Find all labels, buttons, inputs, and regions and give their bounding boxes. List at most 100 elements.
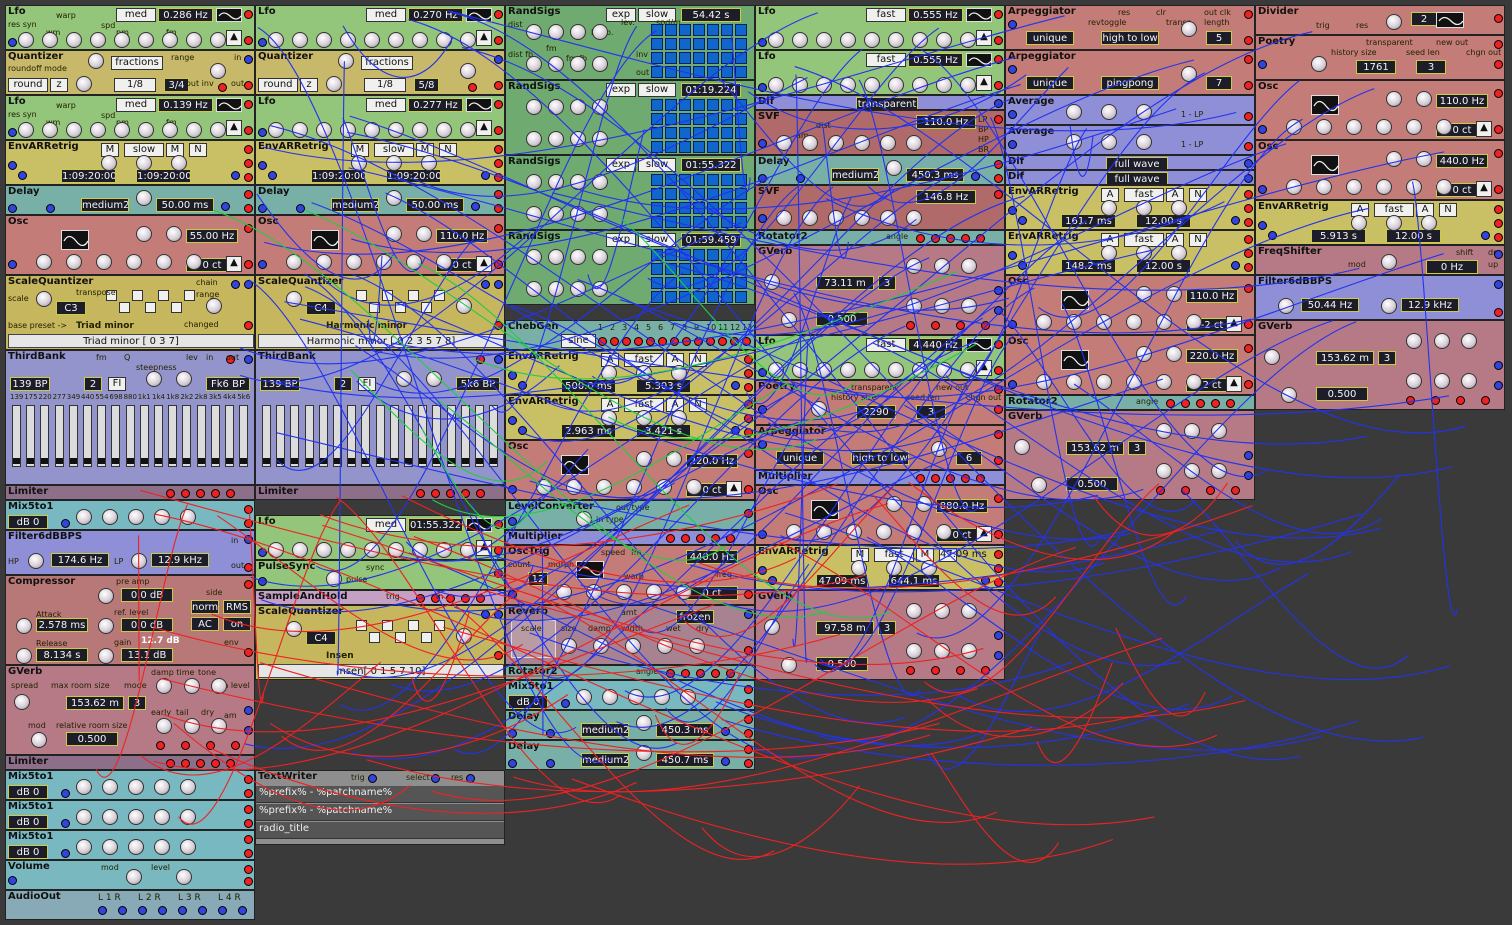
output-jack[interactable] xyxy=(1494,40,1503,49)
band-slider[interactable] xyxy=(375,405,385,467)
band-slider[interactable] xyxy=(475,405,484,467)
output-jack[interactable] xyxy=(476,594,485,603)
random-output-cell[interactable] xyxy=(693,277,705,289)
rs2-value-2[interactable]: 01:19.224 xyxy=(681,83,741,97)
knob[interactable] xyxy=(1101,104,1117,120)
input-jack[interactable] xyxy=(244,280,253,289)
input-jack[interactable] xyxy=(138,906,147,915)
knob[interactable] xyxy=(592,56,608,72)
delay4-value-1[interactable]: 450.7 ms xyxy=(656,753,714,767)
knob[interactable] xyxy=(98,648,114,664)
knob[interactable] xyxy=(156,678,172,694)
knob[interactable] xyxy=(880,135,896,151)
slider-handle[interactable] xyxy=(277,458,285,464)
knob[interactable] xyxy=(781,657,797,673)
env4-value-4[interactable]: 2.963 ms xyxy=(561,424,616,438)
output-jack[interactable] xyxy=(696,669,705,678)
knob[interactable] xyxy=(184,718,200,734)
knob[interactable] xyxy=(1096,374,1112,390)
module-title[interactable]: Mix5to1 xyxy=(8,801,54,812)
output-jack[interactable] xyxy=(1431,396,1440,405)
random-output-cell[interactable] xyxy=(721,291,733,303)
knob[interactable] xyxy=(316,254,332,270)
slider-handle[interactable] xyxy=(69,458,77,464)
knob[interactable] xyxy=(1136,104,1152,120)
slider-handle[interactable] xyxy=(13,458,20,464)
knob[interactable] xyxy=(180,839,196,855)
output-jack[interactable] xyxy=(994,456,1003,465)
knob[interactable] xyxy=(456,628,472,644)
output-jack[interactable] xyxy=(742,337,751,346)
module-title[interactable]: Volume xyxy=(8,861,50,872)
knob[interactable] xyxy=(292,542,308,558)
knob[interactable] xyxy=(138,122,154,138)
output-jack[interactable] xyxy=(994,10,1003,19)
output-jack[interactable] xyxy=(1244,55,1253,64)
input-jack[interactable] xyxy=(258,204,267,213)
knob[interactable] xyxy=(576,689,592,705)
lfo1-value-0[interactable]: med xyxy=(116,8,156,22)
slider-handle[interactable] xyxy=(291,458,299,464)
slider-handle[interactable] xyxy=(183,458,191,464)
knob[interactable] xyxy=(1171,245,1187,261)
arp3-value-1[interactable]: pingpong xyxy=(1101,76,1159,90)
knob[interactable] xyxy=(792,77,808,93)
output-jack[interactable] xyxy=(744,449,753,458)
slider-handle[interactable] xyxy=(305,458,313,464)
output-jack[interactable] xyxy=(994,160,1003,169)
module-title[interactable]: Osc xyxy=(758,486,779,497)
random-output-cell[interactable] xyxy=(693,249,705,261)
knob[interactable] xyxy=(1386,215,1402,231)
random-output-cell[interactable] xyxy=(679,249,691,261)
mix1-value-0[interactable]: dB 0 xyxy=(8,515,48,529)
knob[interactable] xyxy=(292,122,308,138)
random-output-cell[interactable] xyxy=(665,277,677,289)
knob[interactable] xyxy=(1101,200,1117,216)
output-jack[interactable] xyxy=(718,337,727,346)
knob[interactable] xyxy=(16,618,32,634)
knob[interactable] xyxy=(960,77,976,93)
input-jack[interactable] xyxy=(758,214,767,223)
output-jack[interactable] xyxy=(1244,36,1253,45)
knob[interactable] xyxy=(1264,349,1280,365)
input-jack[interactable] xyxy=(1494,361,1503,370)
knob[interactable] xyxy=(42,32,58,48)
lfo5-value-0[interactable]: med xyxy=(366,518,406,532)
knob[interactable] xyxy=(656,479,672,495)
slider-handle[interactable] xyxy=(140,458,148,464)
input-jack[interactable] xyxy=(1008,251,1017,260)
knob[interactable] xyxy=(412,542,428,558)
slider-handle[interactable] xyxy=(362,458,370,464)
knob[interactable] xyxy=(128,839,144,855)
band-slider[interactable] xyxy=(196,405,206,467)
output-jack[interactable] xyxy=(681,534,690,543)
osc4-value-0[interactable]: 880.0 Hz xyxy=(936,499,988,513)
knob[interactable] xyxy=(1286,119,1302,135)
random-output-cell[interactable] xyxy=(665,174,677,186)
random-output-cell[interactable] xyxy=(735,66,747,78)
delay5-value-0[interactable]: medium2 xyxy=(831,168,879,182)
slider-handle[interactable] xyxy=(334,458,341,464)
output-jack[interactable] xyxy=(494,651,503,660)
lfo4-value-0[interactable]: med xyxy=(366,98,406,112)
output-jack[interactable] xyxy=(461,594,470,603)
knob[interactable] xyxy=(96,254,112,270)
comp1-value-9[interactable]: 13.1 dB xyxy=(121,648,173,662)
random-output-cell[interactable] xyxy=(721,24,733,36)
knob[interactable] xyxy=(386,155,402,171)
knob[interactable] xyxy=(1406,373,1422,389)
knob[interactable] xyxy=(561,638,577,654)
input-jack[interactable] xyxy=(1008,206,1017,215)
knob[interactable] xyxy=(76,76,92,92)
output-jack[interactable] xyxy=(931,234,940,243)
triangle-icon[interactable]: ▲ xyxy=(476,256,492,272)
random-output-cell[interactable] xyxy=(665,113,677,125)
